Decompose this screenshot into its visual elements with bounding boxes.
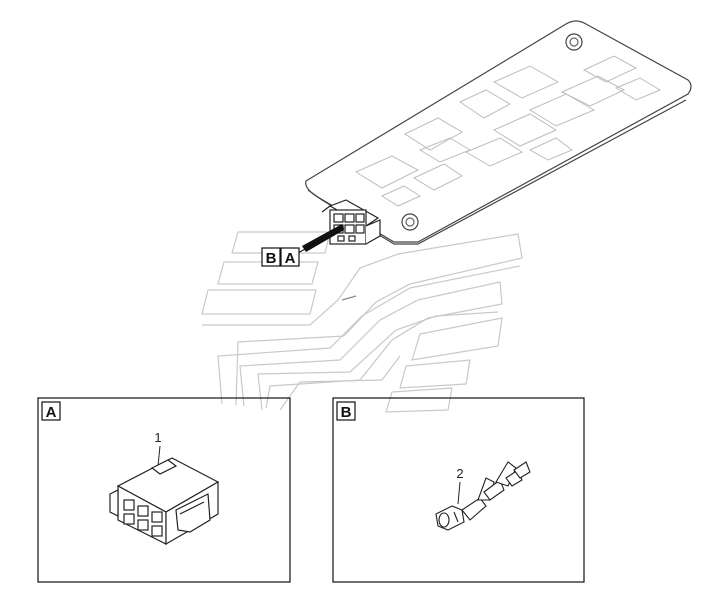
part-number-1: 1 (154, 430, 161, 445)
mounting-hole-top (565, 33, 583, 51)
mounting-hole-bottom (401, 213, 419, 231)
board-connector (321, 199, 381, 245)
callout-box-b (261, 247, 281, 267)
detail-panel-b: B 2 (332, 397, 585, 583)
callout-label-b: B (266, 250, 277, 267)
crimp-terminal-part (435, 461, 531, 531)
wiring-harness-ghost (201, 231, 523, 413)
detail-panel-a: A 1 (37, 397, 291, 583)
part-number-2: 2 (456, 466, 463, 481)
board-components (354, 55, 662, 207)
circuit-board (305, 20, 692, 245)
detail-a-label: A (46, 404, 57, 421)
detail-b-label: B (341, 404, 352, 421)
callout-box-a (280, 247, 300, 267)
callout-leader (295, 224, 345, 255)
connector-housing-part (109, 457, 220, 546)
callout-label-a: A (285, 250, 296, 267)
main-callout-labels: B A (261, 247, 300, 267)
